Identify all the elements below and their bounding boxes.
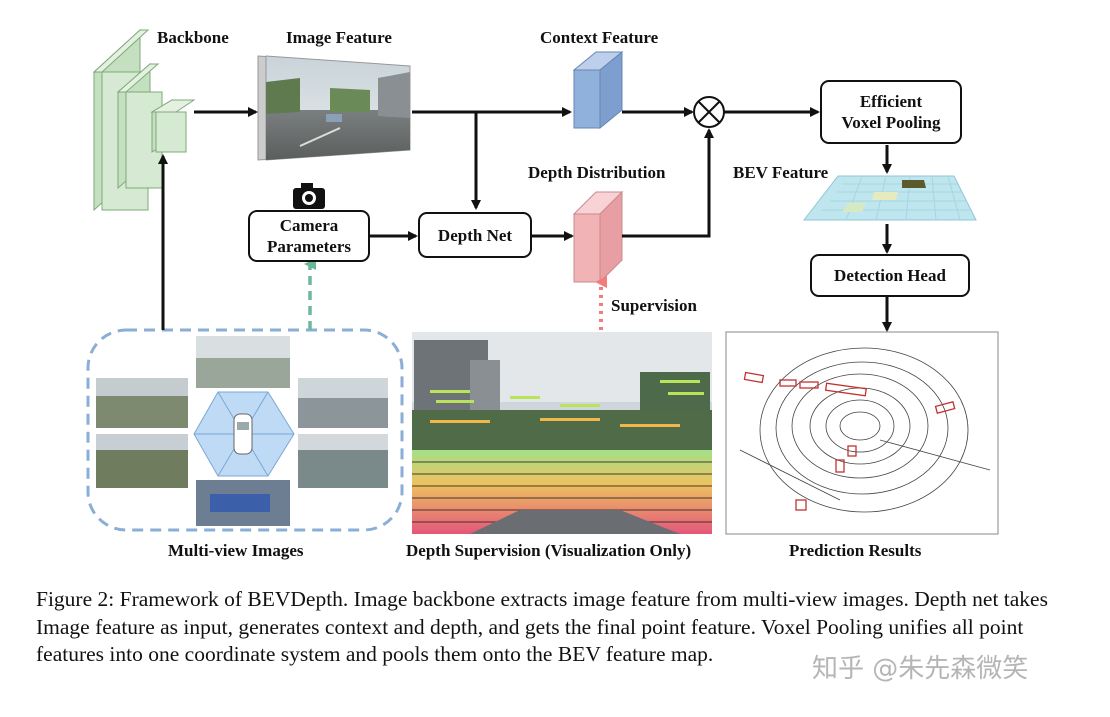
car-icon	[233, 413, 253, 455]
multiply-icon	[693, 96, 725, 128]
backbone-blocks	[92, 28, 196, 212]
watermark: 知乎 @朱先森微笑	[812, 654, 1029, 684]
bev-feature-grid	[802, 175, 977, 221]
efficient-voxel-pooling-box: Efficient Voxel Pooling	[820, 80, 962, 144]
prediction-results-label: Prediction Results	[789, 541, 922, 560]
figure-caption: Figure 2: Framework of BEVDepth. Image b…	[36, 587, 1048, 666]
voxel-pooling-line2: Voxel Pooling	[841, 113, 941, 132]
multi-view-images-label: Multi-view Images	[168, 541, 304, 560]
camera-parameters-line1: Camera	[279, 216, 339, 235]
depth-distribution-block	[572, 190, 624, 284]
bev-feature-label: BEV Feature	[733, 163, 829, 182]
multiview-container	[86, 328, 404, 532]
voxel-pooling-line1: Efficient	[859, 92, 923, 111]
arrow-depth-to-multiply	[622, 128, 714, 238]
framework-diagram	[86, 28, 999, 535]
prediction-results-image	[725, 331, 999, 535]
depth-supervision-image	[412, 332, 712, 534]
backbone-label: Backbone	[157, 28, 229, 47]
image-feature-photo	[257, 55, 411, 161]
depth-distribution-label: Depth Distribution	[528, 163, 666, 182]
camera-parameters-box: Camera Parameters	[248, 210, 370, 262]
depth-supervision-label: Depth Supervision (Visualization Only)	[406, 541, 692, 560]
context-feature-label: Context Feature	[540, 28, 659, 47]
camera-parameters-line2: Parameters	[266, 237, 351, 256]
camera-icon	[293, 183, 325, 209]
depth-net-box: Depth Net	[418, 212, 532, 258]
image-feature-label: Image Feature	[286, 28, 392, 47]
detection-head-box: Detection Head	[810, 254, 970, 297]
supervision-label: Supervision	[611, 296, 697, 315]
multiview-photos	[96, 336, 388, 526]
context-feature-block	[572, 50, 624, 130]
